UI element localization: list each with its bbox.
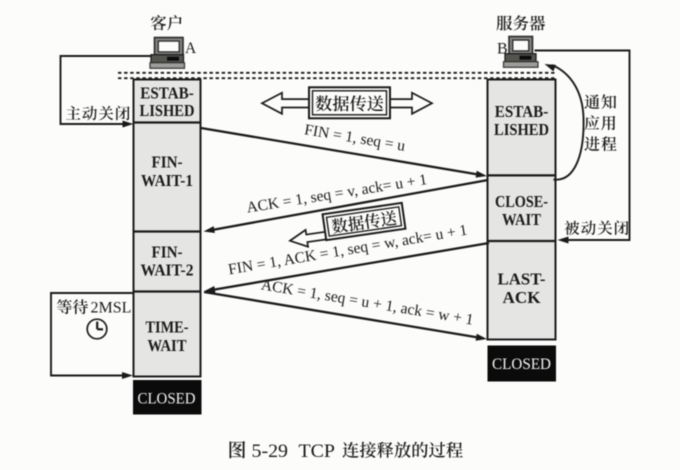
svg-text:B: B (497, 41, 508, 58)
svg-text:FIN-: FIN- (152, 153, 183, 172)
svg-text:5-29: 5-29 (252, 441, 289, 462)
svg-text:CLOSED: CLOSED (492, 356, 551, 373)
svg-text:WAIT-1: WAIT-1 (141, 171, 193, 190)
svg-text:WAIT-2: WAIT-2 (141, 261, 194, 280)
svg-text:LAST-: LAST- (498, 270, 546, 289)
svg-text:ESTAB-: ESTAB- (140, 84, 194, 103)
svg-text:ACK: ACK (503, 288, 542, 307)
svg-text:LISHED: LISHED (494, 120, 549, 139)
svg-text:LISHED: LISHED (140, 101, 195, 120)
svg-text:ESTAB-: ESTAB- (495, 102, 549, 121)
svg-text:WAIT: WAIT (502, 210, 542, 229)
svg-text:TIME-: TIME- (146, 318, 189, 337)
svg-text:CLOSED: CLOSED (138, 391, 196, 408)
svg-text:CLOSE-: CLOSE- (495, 192, 548, 211)
svg-text:FIN-: FIN- (152, 243, 183, 262)
svg-text:A: A (185, 40, 197, 57)
svg-text:WAIT: WAIT (148, 336, 188, 355)
svg-text:2MSL: 2MSL (91, 300, 132, 317)
svg-text:TCP: TCP (299, 441, 336, 462)
